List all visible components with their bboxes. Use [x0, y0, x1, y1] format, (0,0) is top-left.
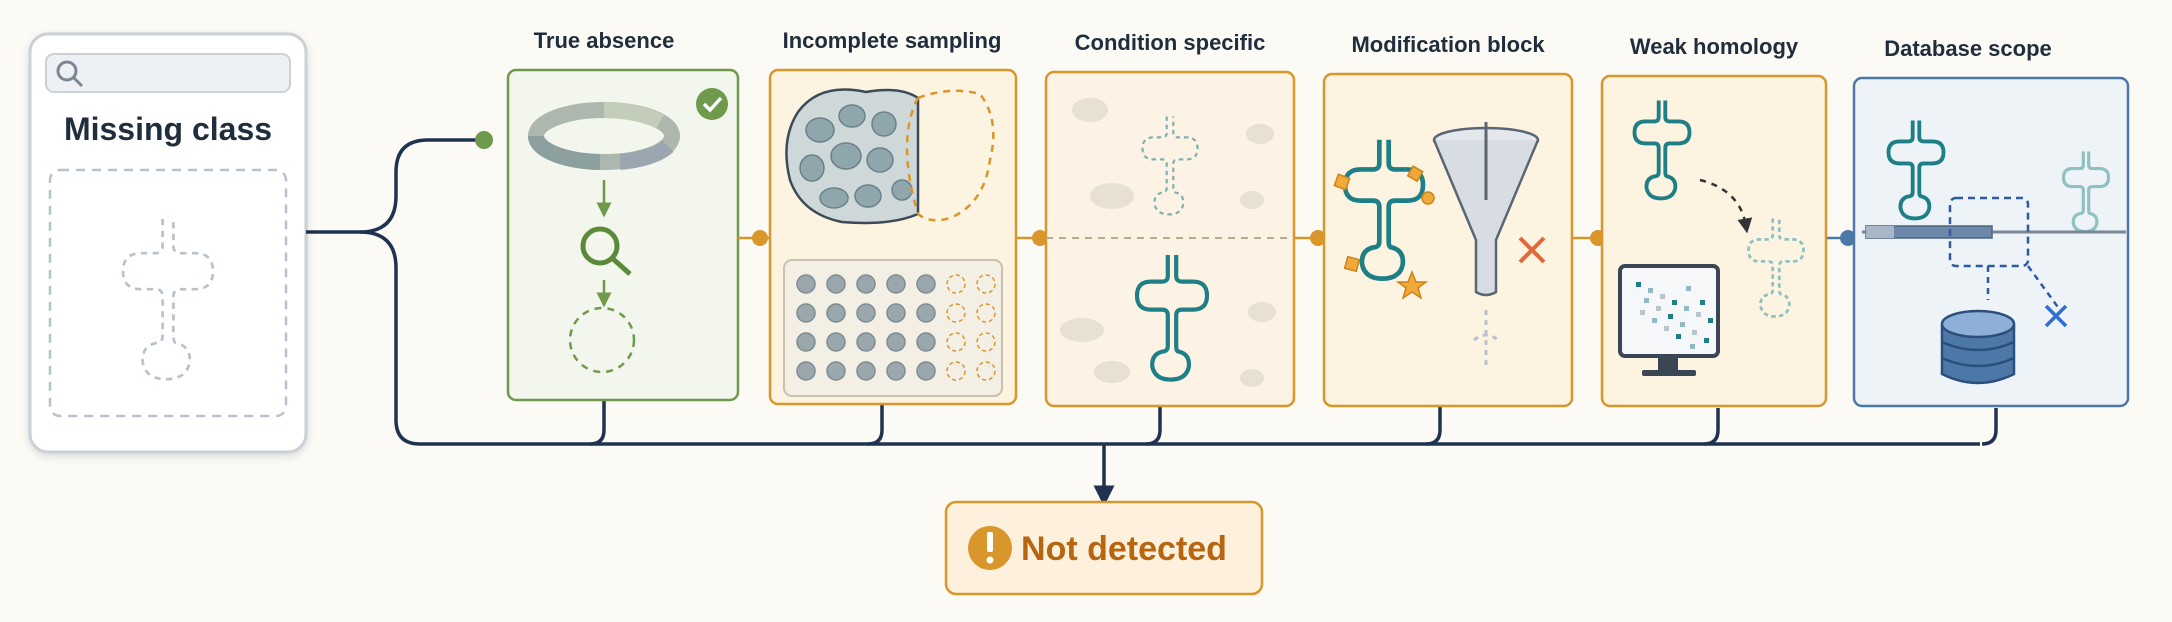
- filled-well: [796, 332, 816, 352]
- check-icon: [696, 88, 728, 120]
- search-box[interactable]: [45, 53, 291, 93]
- panel-label-weak-homology: Weak homology: [1630, 34, 1799, 59]
- blocked-fragment-icon: [1473, 310, 1499, 370]
- filled-well: [856, 303, 876, 323]
- monitor-dot: [1636, 282, 1641, 287]
- missing-placeholder-frame: [48, 168, 288, 418]
- monitor-dot: [1704, 338, 1709, 343]
- empty-well: [976, 274, 996, 294]
- panel-database-scope: Database scope: [1852, 36, 2130, 408]
- panel-incomplete-sampling: Incomplete sampling: [768, 28, 1018, 406]
- bottom-bus: [560, 400, 1998, 507]
- filled-well: [886, 303, 906, 323]
- monitor-dot: [1640, 310, 1645, 315]
- monitor-dot: [1660, 294, 1665, 299]
- panel-label-condition-specific: Condition specific: [1075, 30, 1266, 55]
- panel-label-modification-block: Modification block: [1351, 32, 1545, 57]
- monitor-dot: [1656, 306, 1661, 311]
- panel-condition-specific: Condition specific: [1044, 30, 1296, 408]
- empty-well: [946, 303, 966, 323]
- genome-ring-icon: [527, 102, 680, 170]
- filled-well: [856, 361, 876, 381]
- filled-well: [856, 332, 876, 352]
- empty-well: [946, 274, 966, 294]
- filled-well: [916, 274, 936, 294]
- monitor-dot: [1692, 330, 1697, 335]
- monitor-dot: [1644, 298, 1649, 303]
- not-indexed-x-icon: [2044, 304, 2068, 328]
- monitor-dot: [1708, 318, 1713, 323]
- search-icon: [56, 60, 84, 88]
- empty-well: [976, 361, 996, 381]
- filled-well: [826, 274, 846, 294]
- monitor-dot: [1686, 286, 1691, 291]
- monitor-dot: [1672, 300, 1677, 305]
- database-icon: [1940, 309, 2016, 385]
- exclamation-icon: [968, 526, 1012, 570]
- monitor-dot: [1664, 326, 1669, 331]
- monitor-dot: [1680, 322, 1685, 327]
- filled-well: [916, 332, 936, 352]
- filled-well: [886, 361, 906, 381]
- monitor-dot: [1676, 334, 1681, 339]
- source-connector: [306, 131, 560, 446]
- filled-well: [796, 303, 816, 323]
- tissue-cluster-icon: [785, 88, 995, 225]
- filled-well: [856, 274, 876, 294]
- monitor-dot: [1700, 300, 1705, 305]
- result-box: Not detected: [944, 500, 1264, 596]
- sample-plate-grid: [796, 274, 996, 381]
- filled-well: [826, 361, 846, 381]
- panel-label-incomplete-sampling: Incomplete sampling: [783, 28, 1002, 53]
- sequence-track: [1862, 225, 2126, 239]
- blocked-x-icon: [1518, 236, 1546, 264]
- magnifier-icon: [580, 226, 632, 276]
- panel-label-database-scope: Database scope: [1884, 36, 2052, 61]
- filled-well: [796, 361, 816, 381]
- filled-well: [826, 332, 846, 352]
- filled-well: [886, 274, 906, 294]
- source-panel: Missing class: [28, 32, 308, 454]
- panel-label-true-absence: True absence: [534, 28, 675, 53]
- empty-well: [946, 332, 966, 352]
- empty-well: [976, 303, 996, 323]
- monitor-dot: [1684, 306, 1689, 311]
- panel-weak-homology: Weak homology: [1600, 34, 1828, 408]
- filled-well: [796, 274, 816, 294]
- monitor-dot: [1696, 312, 1701, 317]
- filled-well: [886, 332, 906, 352]
- result-label: Not detected: [1021, 530, 1227, 568]
- filled-well: [826, 303, 846, 323]
- empty-well: [946, 361, 966, 381]
- monitor-dot: [1690, 344, 1695, 349]
- modification-marks: [1333, 165, 1435, 300]
- filled-well: [916, 361, 936, 381]
- panel-true-absence: True absence: [506, 28, 740, 402]
- empty-result-circle: [568, 306, 636, 374]
- monitor-dot: [1668, 314, 1673, 319]
- funnel-icon: [1432, 122, 1540, 297]
- source-panel-title: Missing class: [64, 111, 272, 147]
- panel-modification-block: Modification block: [1322, 32, 1574, 408]
- homology-arrow: [1699, 178, 1753, 234]
- monitor-icon: [1618, 264, 1720, 376]
- empty-well: [976, 332, 996, 352]
- monitor-dot: [1648, 288, 1653, 293]
- monitor-dot: [1652, 318, 1657, 323]
- filled-well: [916, 303, 936, 323]
